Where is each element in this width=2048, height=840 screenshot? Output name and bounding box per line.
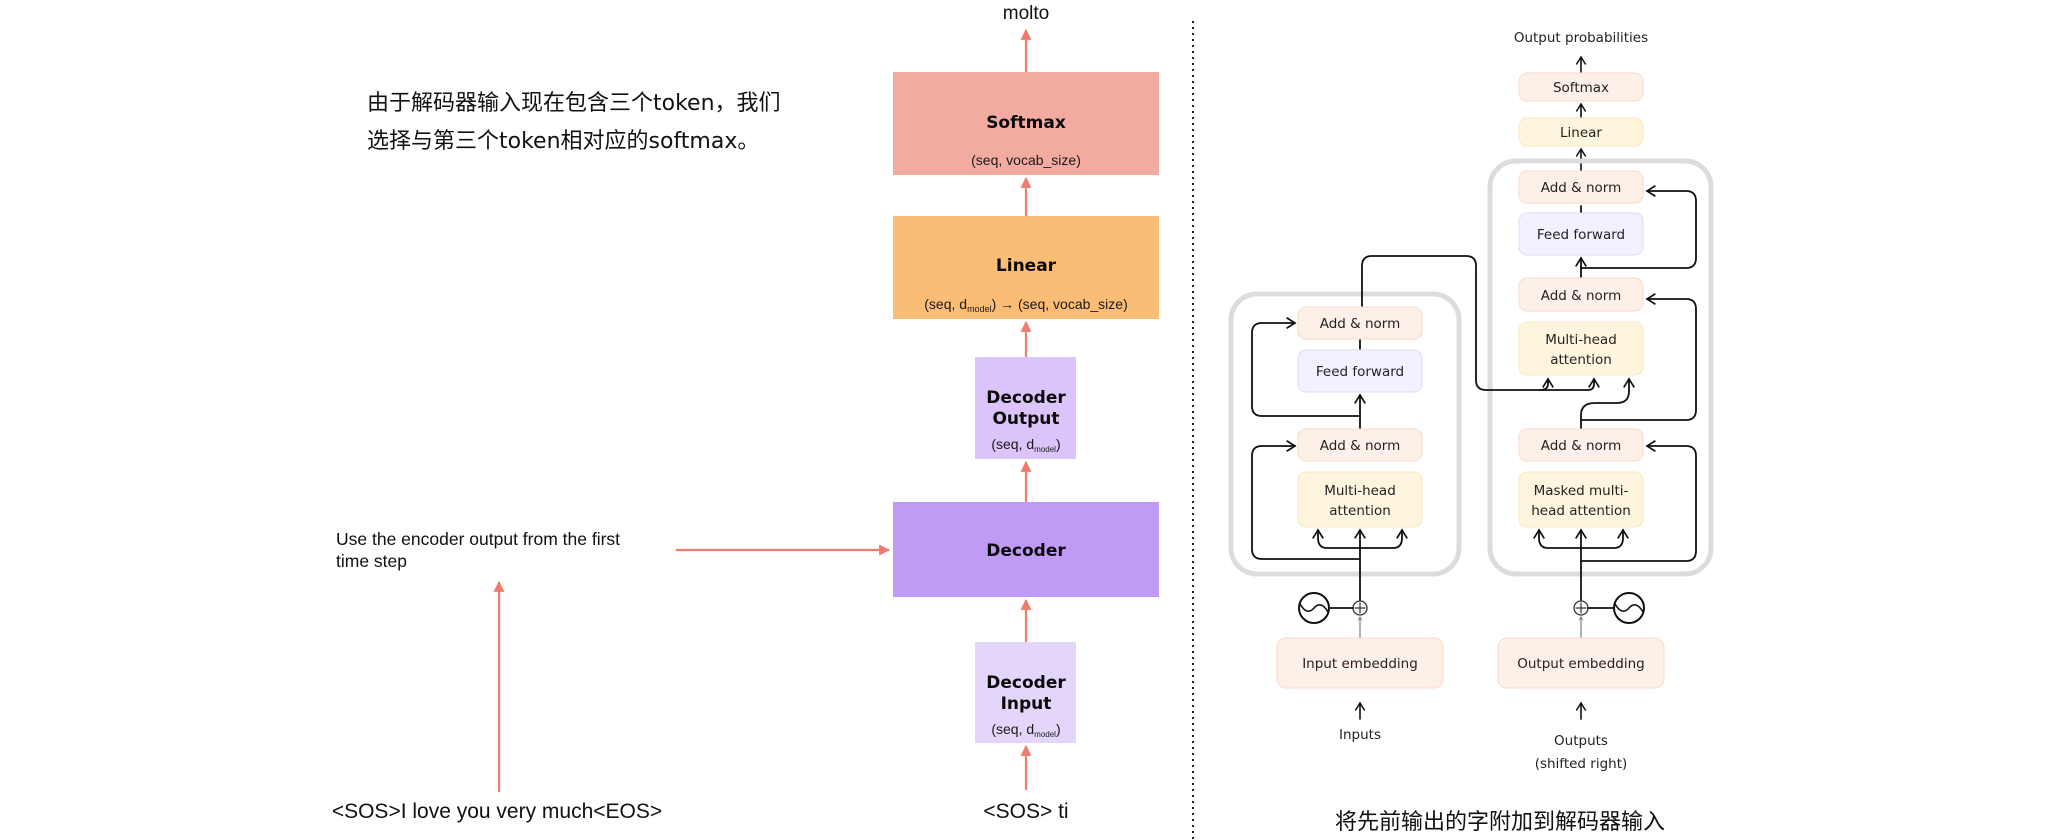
decoder-input-block: Decoder Input (seq, dmodel) (975, 642, 1076, 743)
tf-linear-label: Linear (1560, 125, 1602, 141)
decoder-output-title-line1: Decoder (986, 388, 1066, 408)
softmax-block: Softmax (seq, vocab_size) (893, 72, 1159, 175)
encoder-add-norm-top-box (1297, 306, 1423, 340)
linear-block-title: Linear (996, 256, 1057, 276)
decoder-block-title: Decoder (986, 541, 1066, 561)
decoder-output-block-rect (975, 357, 1076, 459)
encoder-add-norm-top-label: Add & norm (1320, 316, 1401, 332)
output-token-label: molto (1003, 3, 1049, 24)
decoder-input-tokens: <SOS> ti (983, 800, 1068, 823)
linear-block-rect (893, 216, 1159, 319)
decoder-add-norm-bottom-box (1518, 428, 1644, 462)
decoder-input-block-rect (975, 642, 1076, 743)
decoder-masked-attention-box (1518, 471, 1644, 528)
decoder-output-shape: (seq, dmodel) (991, 436, 1060, 454)
outputs-label-line1: Outputs (1554, 733, 1608, 749)
decoder-feed-forward-box (1518, 212, 1644, 256)
output-embedding-label: Output embedding (1517, 656, 1645, 672)
softmax-block-shape: (seq, vocab_size) (971, 152, 1081, 168)
softmax-block-rect (893, 72, 1159, 175)
linear-block: Linear (seq, dmodel) → (seq, vocab_size) (893, 216, 1159, 319)
encoder-stack-container (1228, 291, 1462, 577)
decoder-add-norm-mid-box (1518, 277, 1644, 312)
decoder-add-norm-top-box (1518, 170, 1644, 204)
softmax-block-title: Softmax (986, 113, 1066, 133)
append-output-caption: 将先前输出的字附加到解码器输入 (1335, 810, 1665, 835)
decoder-connections (1533, 185, 1697, 601)
tf-linear-box (1518, 117, 1644, 147)
inputs-label: Inputs (1339, 727, 1381, 743)
decoder-input-shape: (seq, dmodel) (991, 721, 1060, 739)
decoder-output-title-line2: Output (992, 409, 1059, 429)
tf-softmax-box (1518, 72, 1644, 102)
encoder-multi-head-attention-box (1297, 471, 1423, 528)
linear-block-shape: (seq, dmodel) → (seq, vocab_size) (924, 296, 1128, 314)
encoder-output-note-line2: time step (336, 551, 407, 571)
decoder-cross-attention-box (1518, 321, 1644, 376)
decoder-add-norm-mid-label: Add & norm (1541, 288, 1622, 304)
encoder-connections (1251, 255, 1600, 601)
decoder-feed-forward-label: Feed forward (1537, 227, 1625, 243)
decoder-cross-attention-label-line2: attention (1550, 352, 1612, 368)
decoder-block-rect (893, 502, 1159, 597)
encoder-add-norm-bottom-box (1297, 428, 1423, 462)
outputs-label-line2: (shifted right) (1535, 756, 1628, 772)
encoder-output-note-line1: Use the encoder output from the first (336, 529, 620, 549)
tf-softmax-label: Softmax (1553, 80, 1609, 96)
decoder-masked-attention-label-line2: head attention (1531, 503, 1631, 519)
encoder-attention-label-line1: Multi-head (1324, 483, 1396, 499)
encoder-feed-forward-box (1297, 349, 1423, 393)
transformer-diagram: Output probabilities Softmax Linear (1228, 30, 1714, 835)
source-sentence: <SOS>I love you very much<EOS> (332, 800, 662, 823)
encoder-feed-forward-label: Feed forward (1316, 364, 1404, 380)
decoder-add-norm-top-label: Add & norm (1541, 180, 1622, 196)
decoder-positional-encoding (1573, 592, 1645, 639)
input-embedding-box (1276, 637, 1444, 689)
softmax-selection-note-line1: 由于解码器输入现在包含三个token，我们 (367, 91, 781, 116)
output-probabilities-label: Output probabilities (1514, 30, 1648, 46)
decoder-add-norm-bottom-label: Add & norm (1541, 438, 1622, 454)
decoder-stack-container (1487, 158, 1714, 577)
left-panel: 由于解码器输入现在包含三个token，我们 选择与第三个token相对应的sof… (332, 3, 1159, 823)
decoder-output-block: Decoder Output (seq, dmodel) (975, 357, 1076, 459)
encoder-add-norm-bottom-label: Add & norm (1320, 438, 1401, 454)
encoder-positional-encoding (1298, 592, 1368, 639)
decoder-input-title-line2: Input (1001, 694, 1052, 714)
input-embedding-label: Input embedding (1302, 656, 1418, 672)
output-embedding-box (1497, 637, 1665, 689)
decoder-cross-attention-label-line1: Multi-head (1545, 332, 1617, 348)
decoder-input-title-line1: Decoder (986, 673, 1066, 693)
decoder-block: Decoder (893, 502, 1159, 597)
decoder-masked-attention-label-line1: Masked multi- (1534, 483, 1629, 499)
softmax-selection-note-line2: 选择与第三个token相对应的softmax。 (367, 129, 759, 154)
encoder-attention-label-line2: attention (1329, 503, 1391, 519)
